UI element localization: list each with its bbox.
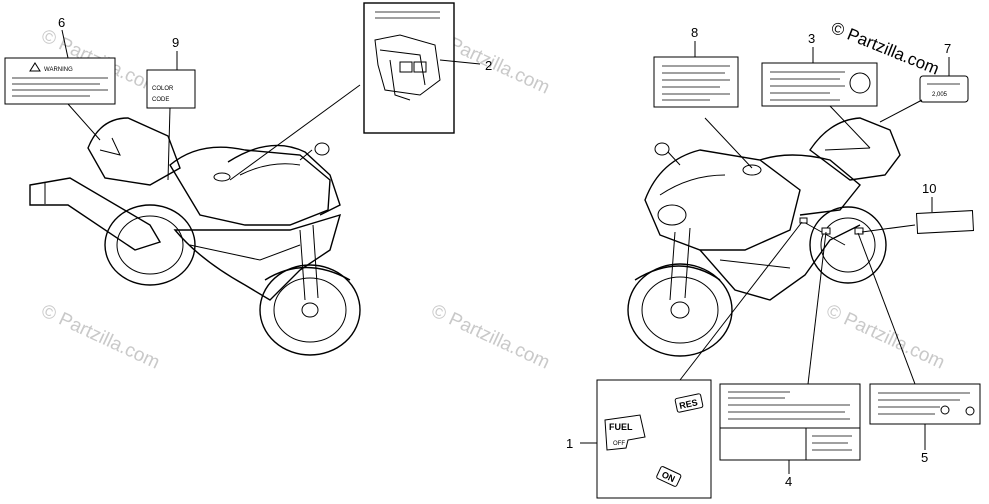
label-1-res-text: RES [678,397,698,411]
label-6-warning: 6 WARNING [4,15,116,141]
watermark-5: © Partzilla.com [823,300,948,373]
label-8: 8 [653,25,753,169]
watermark-3: © Partzilla.com [38,300,163,373]
callout-10: 10 [922,181,936,196]
watermark-4: © Partzilla.com [428,300,553,373]
label-5: 5 [857,232,981,465]
label-7-capacity-text: 2,005 [932,92,948,98]
label-4-info-plate: 4 [719,231,861,489]
label-3: 3 [761,31,878,149]
callout-7: 7 [944,41,951,56]
label-1-fuel-text: FUEL [609,422,633,432]
callout-3: 3 [808,31,815,46]
callout-5: 5 [921,450,928,465]
label-9-color-code: 9 COLOR CODE [146,35,196,181]
callout-2: 2 [485,58,492,73]
callout-4: 4 [785,474,792,489]
label-1-off-text: OFF [613,441,625,447]
label-6-warning-text: WARNING [44,67,73,73]
right-motorcycle-illustration [627,117,901,357]
callout-1: 1 [566,436,573,451]
label-7-capacity: 7 2,005 [879,41,969,123]
left-motorcycle-illustration [29,117,361,356]
label-10: 10 [861,181,975,234]
label-1-fuel: RES FUEL OFF ON 1 [566,221,803,499]
label-9-code-text: CODE [152,97,169,103]
label-2-schematic: 2 [229,2,492,181]
callout-6: 6 [58,15,65,30]
callout-9: 9 [172,35,179,50]
label-9-color-text: COLOR [152,86,174,92]
callout-8: 8 [691,25,698,40]
